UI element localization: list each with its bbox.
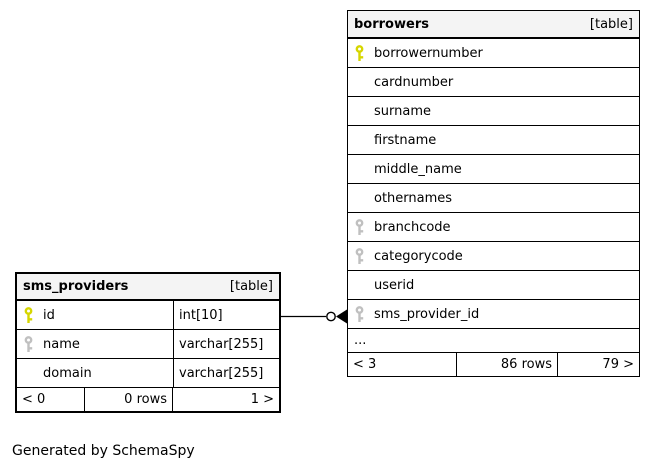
table-title: sms_providers xyxy=(23,279,129,294)
column-name: id xyxy=(43,307,55,323)
foreign-key-icon xyxy=(348,300,369,328)
key-spacer xyxy=(348,155,369,183)
column-row-borrowernumber[interactable]: borrowernumber xyxy=(348,39,639,68)
footer-rows-count: 0 rows xyxy=(84,388,173,411)
truncated-columns-indicator: ... xyxy=(348,329,639,353)
column-type: varchar[255] xyxy=(173,330,279,358)
column-row-cardnumber[interactable]: cardnumber xyxy=(348,68,639,97)
column-name: name xyxy=(43,336,80,352)
foreign-key-icon xyxy=(348,213,369,241)
key-spacer xyxy=(348,271,369,299)
footer-parents-count: 1 > xyxy=(250,392,274,407)
table-borrowers-header[interactable]: borrowers [table] xyxy=(348,11,639,39)
table-borrowers-footer: < 3 86 rows 79 > xyxy=(348,353,639,376)
column-name: sms_provider_id xyxy=(374,306,480,322)
column-row-branchcode[interactable]: branchcode xyxy=(348,213,639,242)
column-name: middle_name xyxy=(374,161,462,177)
column-row-firstname[interactable]: firstname xyxy=(348,126,639,155)
primary-key-icon xyxy=(348,39,369,67)
foreign-key-icon xyxy=(17,330,38,358)
primary-key-icon xyxy=(17,301,38,329)
column-row-othernames[interactable]: othernames xyxy=(348,184,639,213)
column-name: othernames xyxy=(374,190,453,206)
column-name: domain xyxy=(43,365,92,381)
column-row-middle_name[interactable]: middle_name xyxy=(348,155,639,184)
footer-parents-count: 79 > xyxy=(602,357,634,372)
generated-by-caption: Generated by SchemaSpy xyxy=(12,443,195,459)
table-title: borrowers xyxy=(354,16,429,32)
column-row-surname[interactable]: surname xyxy=(348,97,639,126)
zero-or-one-circle-icon xyxy=(326,311,336,322)
foreign-key-icon xyxy=(348,242,369,270)
column-row-name[interactable]: name varchar[255] xyxy=(17,330,279,359)
column-type: int[10] xyxy=(173,301,279,329)
table-borrowers: borrowers [table] borrowernumber cardnum… xyxy=(347,10,640,377)
column-row-userid[interactable]: userid xyxy=(348,271,639,300)
column-name: borrowernumber xyxy=(374,45,483,61)
table-type-label: [table] xyxy=(229,279,273,294)
crow-foot-arrow-icon xyxy=(336,309,347,324)
relationship-connector xyxy=(281,309,347,324)
column-name: firstname xyxy=(374,132,437,148)
key-spacer xyxy=(348,97,369,125)
column-name: branchcode xyxy=(374,219,451,235)
footer-children-count: < 3 xyxy=(353,357,377,372)
footer-children-count: < 0 xyxy=(22,392,46,407)
column-row-id[interactable]: id int[10] xyxy=(17,301,279,330)
column-row-sms_provider_id[interactable]: sms_provider_id xyxy=(348,300,639,329)
table-type-label: [table] xyxy=(589,16,633,32)
column-name: cardnumber xyxy=(374,74,454,90)
key-spacer xyxy=(348,184,369,212)
column-name: surname xyxy=(374,103,431,119)
footer-rows-count: 86 rows xyxy=(456,353,558,376)
column-type: varchar[255] xyxy=(173,359,279,387)
key-spacer xyxy=(348,126,369,154)
column-name: categorycode xyxy=(374,248,463,264)
table-sms-providers-footer: < 0 0 rows 1 > xyxy=(17,388,279,411)
table-sms-providers-header[interactable]: sms_providers [table] xyxy=(17,274,279,301)
table-sms-providers: sms_providers [table] id int[10] name va… xyxy=(15,272,281,413)
column-row-categorycode[interactable]: categorycode xyxy=(348,242,639,271)
key-spacer xyxy=(348,68,369,96)
key-spacer xyxy=(17,359,38,387)
column-name: userid xyxy=(374,277,415,293)
column-row-domain[interactable]: domain varchar[255] xyxy=(17,359,279,388)
